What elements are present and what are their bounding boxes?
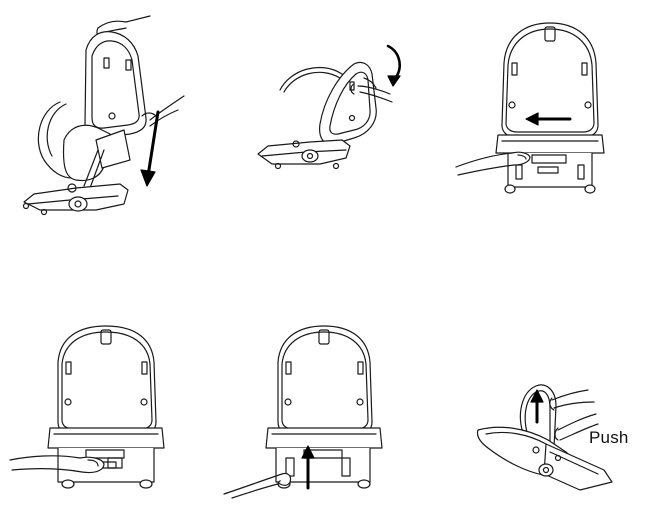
step-4-illustration (10, 322, 180, 492)
step-1-illustration (0, 0, 200, 230)
step-5-illustration (220, 322, 390, 497)
push-label: Push (589, 428, 629, 448)
step-2-illustration (250, 30, 420, 180)
step-3-illustration (452, 15, 622, 200)
